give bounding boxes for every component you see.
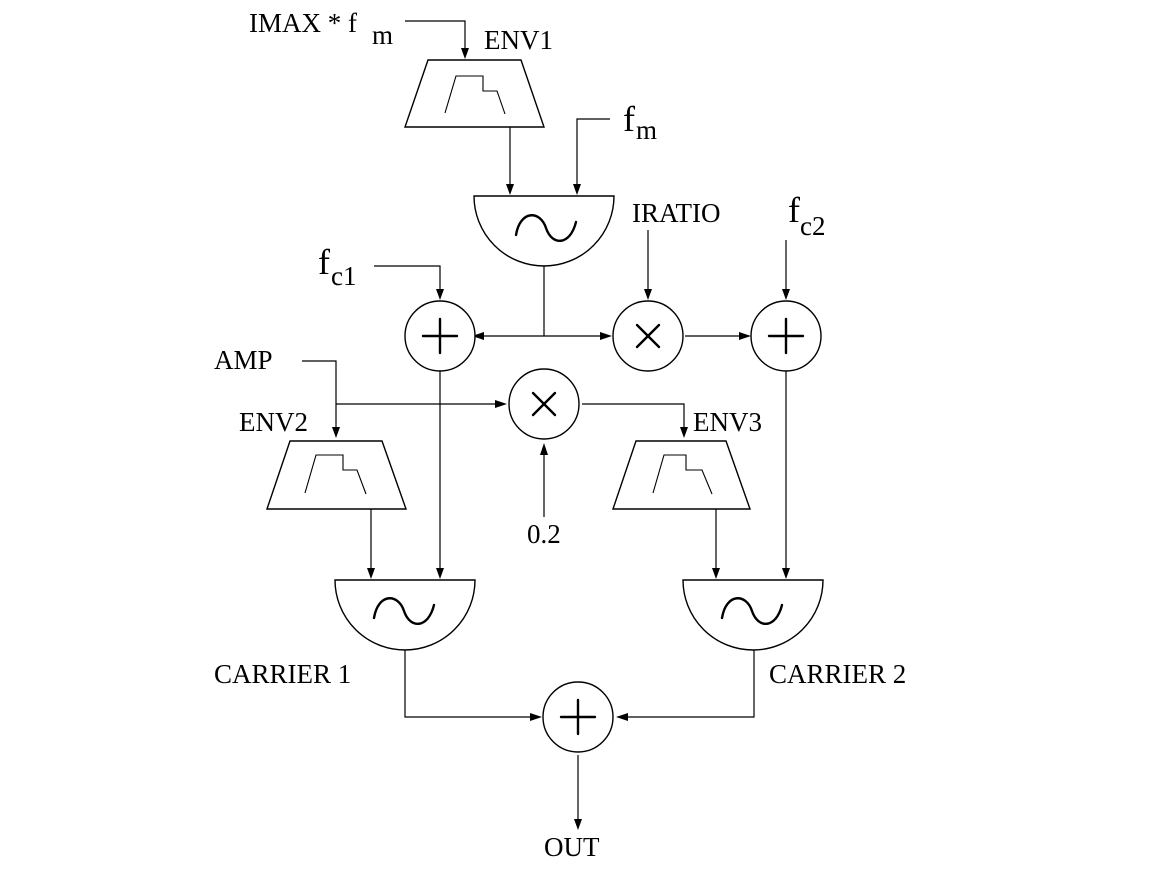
env2-envelope-generator xyxy=(266,440,407,510)
fc2-label: f xyxy=(788,190,800,230)
constant-0-2-label: 0.2 xyxy=(527,519,561,549)
times-icon xyxy=(635,323,661,349)
fc2-subscript: c2 xyxy=(800,211,825,241)
env1-label: ENV1 xyxy=(484,25,553,55)
out-label: OUT xyxy=(544,832,600,862)
modulator-oscillator xyxy=(473,195,615,267)
imax-fm-subscript: m xyxy=(372,20,393,50)
signal-lines xyxy=(302,20,787,822)
sine-wave-icon xyxy=(514,214,578,242)
env3-label: ENV3 xyxy=(693,407,762,437)
env2-label: ENV2 xyxy=(239,407,308,437)
plus-icon xyxy=(559,698,597,736)
fm-subscript: m xyxy=(636,115,657,145)
plus-icon xyxy=(421,317,459,355)
multiplier-amp xyxy=(508,368,580,440)
plus-icon xyxy=(767,317,805,355)
imax-fm-label: IMAX * f xyxy=(249,8,357,38)
sine-wave-icon xyxy=(372,597,436,625)
iratio-label: IRATIO xyxy=(632,198,721,228)
fc1-label: f xyxy=(318,242,330,282)
output-adder xyxy=(542,681,614,753)
multiplier-iratio xyxy=(612,300,684,372)
amp-label: AMP xyxy=(214,345,273,375)
adder-fc1 xyxy=(404,300,476,372)
fm-label: f xyxy=(623,99,635,139)
arrowheads xyxy=(332,48,790,830)
times-icon xyxy=(531,391,557,417)
env3-envelope-generator xyxy=(612,440,751,510)
env1-envelope-generator xyxy=(404,59,545,128)
carrier2-label: CARRIER 2 xyxy=(769,659,906,689)
carrier1-label: CARRIER 1 xyxy=(214,659,351,689)
adder-fc2 xyxy=(750,300,822,372)
sine-wave-icon xyxy=(720,597,784,625)
carrier2-oscillator xyxy=(682,579,824,651)
fc1-subscript: c1 xyxy=(331,261,356,291)
carrier1-oscillator xyxy=(334,579,476,651)
